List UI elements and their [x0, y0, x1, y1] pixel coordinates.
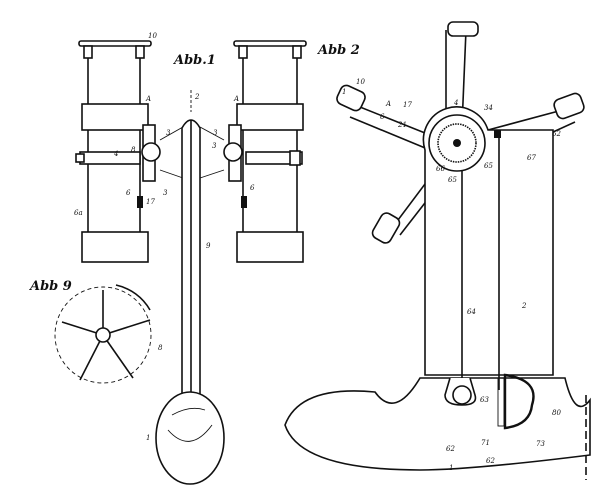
- ref-label: 8: [158, 344, 163, 352]
- ref-label: 71: [481, 439, 490, 447]
- ref-label: 62: [486, 457, 495, 465]
- ref-label: 2: [194, 93, 200, 101]
- fig2-title: Abb 2: [316, 43, 360, 58]
- ref-label: 10: [148, 32, 157, 40]
- ref-label: 8: [131, 146, 136, 154]
- ref-label: 6: [250, 184, 255, 192]
- fig9-star: [54, 284, 152, 384]
- ref-label: A: [145, 95, 151, 103]
- ref-label: 1: [146, 434, 150, 442]
- ref-label: A: [233, 95, 239, 103]
- fig1-right-unit: [223, 40, 307, 263]
- ref-label: A: [385, 100, 391, 108]
- ref-label: 21: [397, 121, 407, 129]
- ref-label: 3: [213, 129, 218, 137]
- fig2-labels: 10 1 A 17 6 21 4 34 62 67 66 65 65 64 2 …: [342, 78, 561, 472]
- ref-label: 34: [484, 104, 493, 112]
- ref-label: 80: [552, 409, 561, 417]
- ref-label: 10: [356, 78, 365, 86]
- ref-label: 9: [206, 242, 211, 250]
- ref-label: 66: [436, 165, 445, 173]
- ref-label: 3: [163, 189, 168, 197]
- ref-label: 64: [467, 308, 476, 316]
- ref-label: 3: [212, 142, 217, 150]
- ref-label: 62: [552, 130, 561, 138]
- ref-label: 17: [403, 101, 412, 109]
- ref-label: 4: [453, 99, 458, 107]
- ref-label: 65: [484, 162, 493, 170]
- fig1-title: Abb.1: [172, 53, 216, 68]
- ref-label: 17: [146, 198, 155, 206]
- ref-label: 1: [449, 464, 453, 472]
- fig2-machine: [284, 21, 591, 480]
- ref-label: 65: [448, 176, 457, 184]
- ref-label: 6: [126, 189, 131, 197]
- fig9-title: Abb 9: [28, 279, 72, 294]
- ref-label: 62: [446, 445, 455, 453]
- fig1-labels: 10 A A 2 3 3 4 8 6 17 3 6a 6 9 1 3: [74, 32, 255, 442]
- fig1-column: [155, 90, 225, 485]
- ref-label: 67: [527, 154, 536, 162]
- ref-label: 63: [480, 396, 489, 404]
- ref-label: 1: [342, 88, 346, 96]
- ref-label: 73: [536, 440, 545, 448]
- ref-label: 4: [113, 150, 118, 158]
- ref-label: 6: [380, 113, 385, 121]
- ref-label: 6a: [74, 209, 83, 217]
- ref-label: 3: [166, 129, 171, 137]
- ref-label: 2: [521, 302, 527, 310]
- fig1-left-unit: [75, 40, 161, 263]
